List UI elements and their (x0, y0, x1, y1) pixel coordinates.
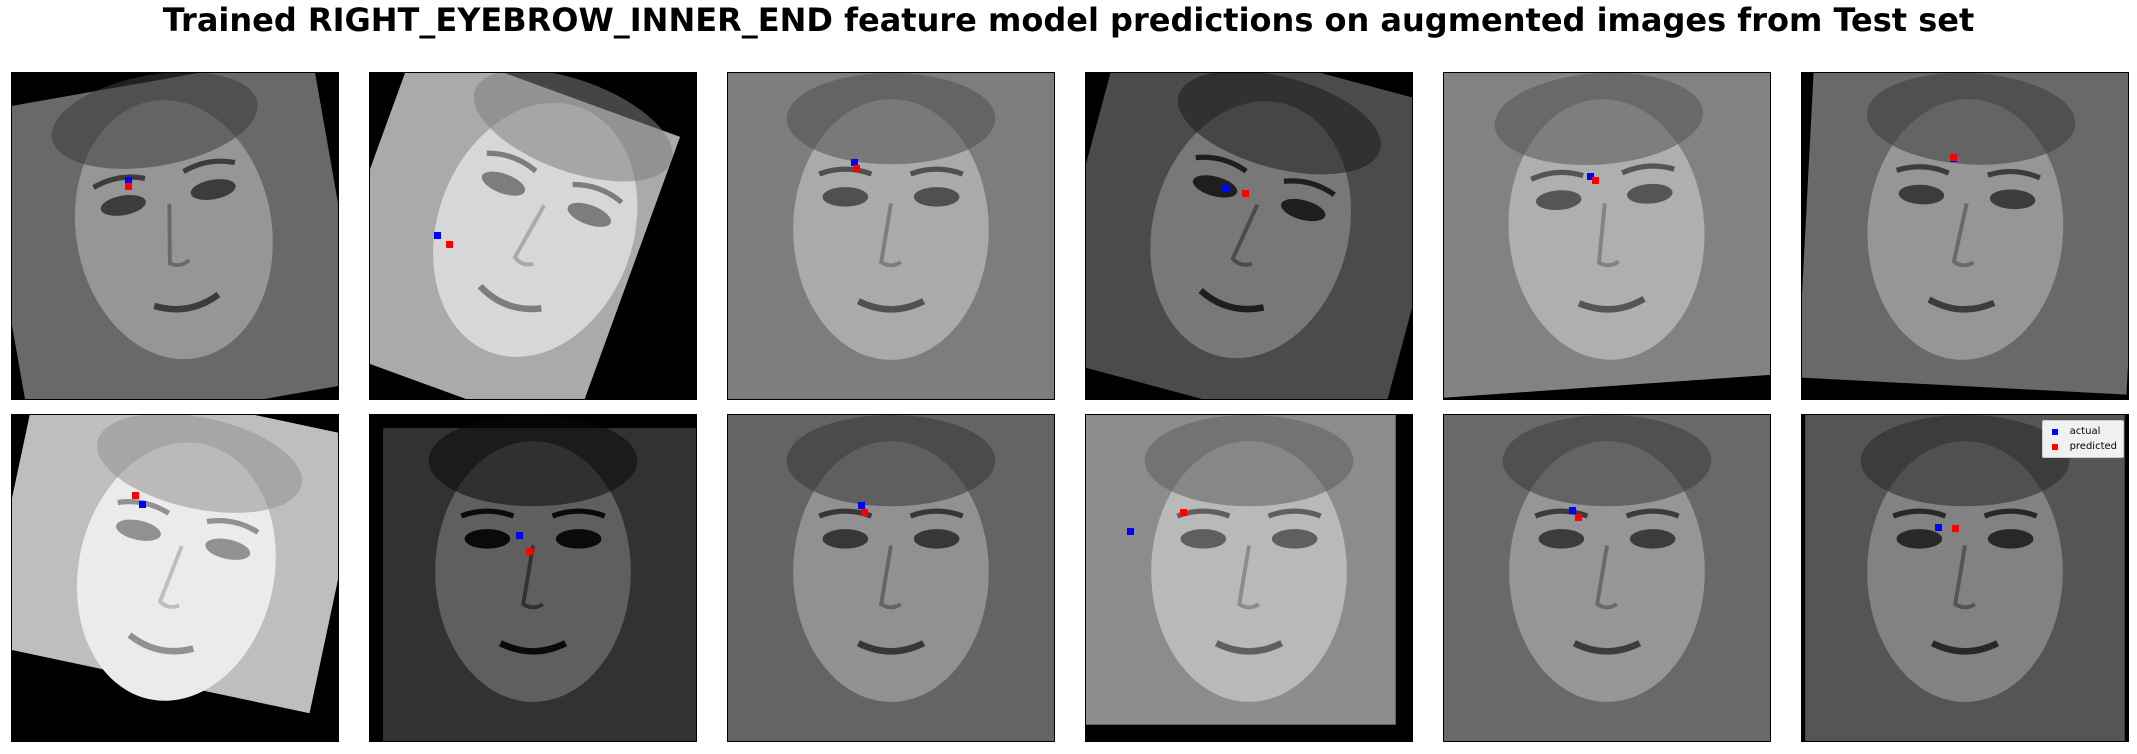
predicted-marker (526, 548, 534, 556)
predicted-marker (861, 508, 869, 516)
actual-marker (1568, 507, 1576, 515)
face-image (370, 73, 696, 399)
predicted-marker (445, 240, 453, 248)
face-panel-11 (1443, 414, 1771, 742)
actual-marker (516, 531, 524, 539)
face-panel-5 (1443, 72, 1771, 400)
face-panel-6 (1801, 72, 2129, 400)
face-image (1086, 73, 1412, 399)
face-panel-4 (1085, 72, 1413, 400)
actual-marker (1222, 184, 1230, 192)
face-panel-3 (727, 72, 1055, 400)
face-image (1444, 73, 1770, 399)
legend-entry-actual: actual (2048, 424, 2117, 439)
predicted-marker (132, 492, 139, 500)
predicted-marker (852, 165, 860, 173)
legend-swatch (2051, 428, 2058, 435)
predicted-marker (1951, 525, 1959, 533)
face-panel-1 (11, 72, 339, 400)
predicted-marker (1591, 176, 1599, 184)
actual-marker (851, 158, 859, 166)
actual-marker (1935, 523, 1943, 531)
face-image (1444, 415, 1770, 741)
face-panel-10 (1085, 414, 1413, 742)
face-image (728, 415, 1054, 741)
face-image (370, 415, 696, 741)
face-image (1802, 73, 2128, 399)
actual-marker (1127, 528, 1135, 536)
legend-swatch (2051, 443, 2058, 450)
legend-entry-predicted: predicted (2048, 439, 2117, 454)
actual-marker (125, 176, 133, 184)
face-panel-7 (11, 414, 339, 742)
legend: actual predicted (2041, 420, 2124, 458)
face-image (1802, 415, 2128, 741)
predicted-marker (1179, 508, 1187, 516)
figure-title: Trained RIGHT_EYEBROW_INNER_END feature … (162, 1, 1975, 39)
face-panel-8 (369, 414, 697, 742)
face-panel-2 (369, 72, 697, 400)
predicted-marker (1575, 513, 1583, 521)
predicted-marker (1242, 189, 1250, 197)
legend-label: actual (2069, 426, 2101, 437)
face-image (1086, 415, 1412, 741)
actual-marker (138, 500, 146, 508)
face-image (12, 73, 338, 399)
predicted-marker (1949, 153, 1957, 161)
actual-marker (857, 502, 865, 510)
legend-label: predicted (2069, 441, 2117, 452)
face-panel-12: actual predicted (1801, 414, 2129, 742)
face-image (12, 415, 338, 741)
face-image (728, 73, 1054, 399)
predicted-marker (125, 183, 133, 191)
actual-marker (434, 232, 442, 240)
face-panel-9 (727, 414, 1055, 742)
actual-marker (1586, 173, 1594, 181)
